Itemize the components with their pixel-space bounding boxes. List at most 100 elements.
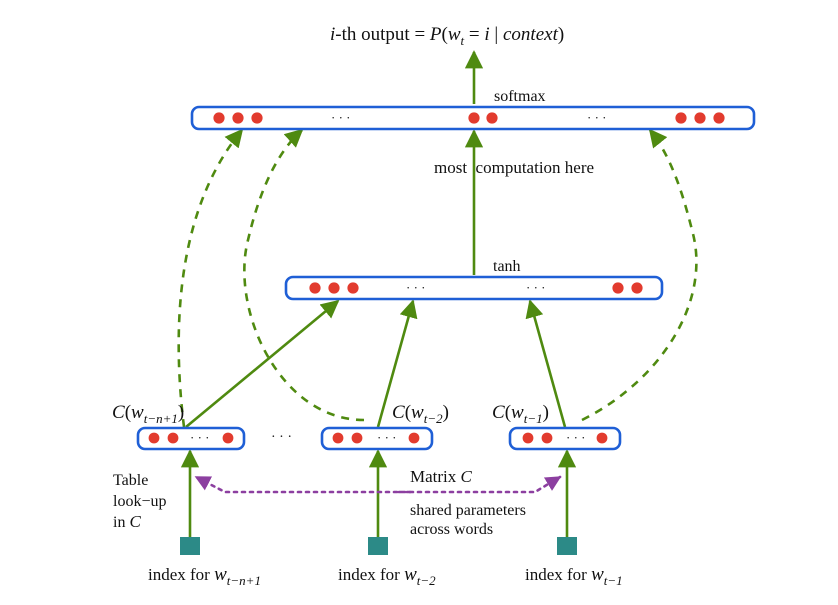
tanh-unit (328, 282, 340, 294)
table-lookup-C: C (129, 512, 141, 531)
embedding-label-sub: t−2 (424, 411, 443, 426)
shared-parameters-link (194, 475, 410, 494)
word-index-square-1 (180, 537, 200, 555)
softmax-layer-label: softmax (494, 88, 546, 105)
embedding-label-open: ( (125, 402, 131, 423)
output-label-i: i (330, 24, 335, 45)
output-label-P: P (429, 24, 442, 45)
index-label-sub: t−1 (604, 573, 623, 588)
output-label-i2: i (484, 24, 489, 45)
matrix-c-label: Matrix C (410, 467, 473, 486)
output-label: i-th output = P(wt = i | context) (330, 24, 564, 48)
output-label-close: ) (558, 24, 564, 45)
table-lookup-line-1: Table (113, 472, 148, 489)
output-label-eq: = (464, 24, 484, 45)
table-lookup-line-2: look−up (113, 493, 166, 510)
embedding-label-open: ( (405, 402, 411, 423)
softmax-unit (694, 112, 706, 124)
embedding-label-open: ( (505, 402, 511, 423)
softmax-ellipsis: · · · (331, 110, 351, 125)
softmax-unit (713, 112, 725, 124)
output-label-w: w (448, 24, 461, 45)
tanh-unit (309, 282, 321, 294)
index-label-text: index for (338, 565, 404, 584)
embedding-label-3: C(wt−1) (492, 402, 549, 426)
embedding-box-2 (320, 426, 434, 451)
skip-connection-emb2-left (243, 128, 365, 422)
index-label-2: index for wt−2 (338, 564, 436, 588)
most-computation-label: most computation here (434, 158, 594, 177)
embedding-ellipsis: · · · (190, 430, 210, 445)
embedding-label-close: ) (543, 402, 549, 423)
embedding-box-3 (508, 426, 622, 451)
index-label-sub: t−n+1 (227, 573, 261, 588)
embedding-unit (351, 432, 363, 444)
skip-connection-emb3-right (581, 128, 698, 422)
embedding-box-1 (136, 426, 246, 451)
tanh-unit (631, 282, 643, 294)
matrix-label-C: C (461, 467, 473, 486)
output-label-bar: | (490, 24, 503, 45)
embedding-unit (167, 432, 179, 444)
index-label-w: w (404, 564, 417, 585)
embedding-unit (408, 432, 420, 444)
embedding-unit (522, 432, 534, 444)
embedding-unit (596, 432, 608, 444)
arrow-emb1-to-tanh (185, 299, 340, 429)
index-label-3: index for wt−1 (525, 564, 623, 588)
embedding-label-1: C(wt−n+1) (112, 402, 184, 426)
softmax-unit (468, 112, 480, 124)
softmax-ellipsis: · · · (587, 110, 607, 125)
embedding-label-w: w (131, 402, 144, 423)
index-label-sub: t−2 (417, 573, 436, 588)
index-label-text: index for (148, 565, 214, 584)
embedding-unit (332, 432, 344, 444)
index-label-1: index for wt−n+1 (148, 564, 261, 588)
embedding-unit (222, 432, 234, 444)
softmax-unit (486, 112, 498, 124)
output-label-open: ( (442, 24, 448, 45)
softmax-unit (675, 112, 687, 124)
shared-parameters-line-2: across words (410, 521, 493, 538)
embedding-label-C: C (392, 402, 405, 423)
embedding-label-close: ) (178, 402, 184, 423)
word-index-square-3 (557, 537, 577, 555)
embedding-label-C: C (112, 402, 125, 423)
output-label-middle: -th output = (335, 24, 430, 45)
index-label-w: w (214, 564, 227, 585)
embedding-label-sub: t−1 (524, 411, 543, 426)
softmax-unit (213, 112, 225, 124)
matrix-label-text: Matrix (410, 467, 461, 486)
embedding-ellipsis: · · · (566, 430, 586, 445)
shared-parameters-line-1: shared parameters (410, 502, 526, 519)
embedding-label-sub: t−n+1 (144, 411, 178, 426)
tanh-unit (612, 282, 624, 294)
embedding-label-w: w (411, 402, 424, 423)
between-embeddings-ellipsis: · · · (271, 430, 292, 445)
tanh-ellipsis: · · · (406, 280, 426, 295)
arrow-emb3-to-tanh (525, 299, 567, 428)
embedding-ellipsis: · · · (377, 430, 397, 445)
tanh-layer-box (284, 275, 664, 301)
index-label-w: w (591, 564, 604, 585)
shared-parameters-link-right (408, 475, 562, 494)
softmax-unit (232, 112, 244, 124)
softmax-unit (251, 112, 263, 124)
output-label-context: context (503, 24, 559, 45)
embedding-label-2: C(wt−2) (392, 402, 449, 426)
embedding-label-C: C (492, 402, 505, 423)
embedding-unit (148, 432, 160, 444)
arrow-emb2-to-tanh (376, 299, 418, 428)
tanh-layer-label: tanh (493, 258, 521, 275)
output-label-w-sub: t (461, 33, 465, 48)
embedding-unit (541, 432, 553, 444)
tanh-ellipsis: · · · (526, 280, 546, 295)
tanh-unit (347, 282, 359, 294)
embedding-label-w: w (511, 402, 524, 423)
word-index-square-2 (368, 537, 388, 555)
embedding-label-close: ) (443, 402, 449, 423)
shared-parameters-label: shared parameters across words (410, 502, 530, 538)
table-lookup-label: Table look−up in C (113, 472, 170, 531)
index-label-text: index for (525, 565, 591, 584)
